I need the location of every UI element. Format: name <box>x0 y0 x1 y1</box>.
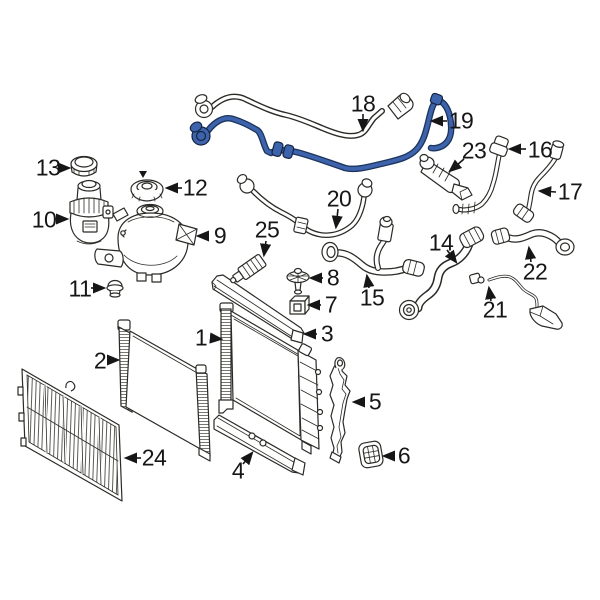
callout-23[interactable]: 23 <box>461 137 487 164</box>
part-23-connector-pipe[interactable] <box>419 153 473 201</box>
callout-arrows <box>54 114 557 466</box>
part-18-vent-hose[interactable] <box>194 91 414 139</box>
part-16-hose-fitting[interactable] <box>452 135 511 215</box>
part-10-expansion-tank-secondary[interactable] <box>69 179 114 245</box>
callout-12[interactable]: 12 <box>182 174 208 201</box>
part-22-hose[interactable] <box>490 227 575 256</box>
callout-10[interactable]: 10 <box>31 206 57 233</box>
callout-5[interactable]: 5 <box>368 388 382 415</box>
part-9-expansion-tank[interactable] <box>94 203 198 283</box>
part-17-vent-hose[interactable] <box>512 140 565 224</box>
callout-14[interactable]: 14 <box>428 229 454 256</box>
part-20-hose[interactable] <box>236 173 373 238</box>
callout-6[interactable]: 6 <box>397 442 411 469</box>
callout-1[interactable]: 1 <box>194 324 208 351</box>
callout-22[interactable]: 22 <box>522 258 548 285</box>
part-14-lower-hose[interactable] <box>398 225 486 321</box>
callout-21[interactable]: 21 <box>482 296 508 323</box>
part-7-clip-nut[interactable] <box>289 295 310 315</box>
callout-16[interactable]: 16 <box>527 136 553 163</box>
callout-9[interactable]: 9 <box>213 222 227 249</box>
part-5-side-air-duct[interactable] <box>329 356 351 464</box>
part-15-hose-assembly[interactable] <box>321 215 425 278</box>
part-24-grille-shroud[interactable] <box>17 368 123 502</box>
part-3-upper-tie-bar[interactable] <box>211 274 305 344</box>
part-19-coolant-vent-hose-highlighted[interactable] <box>189 92 455 173</box>
callout-19[interactable]: 19 <box>448 107 474 134</box>
part-21-pipe-bracket[interactable] <box>468 272 563 330</box>
part-8-push-rivet[interactable] <box>286 267 310 295</box>
part-4-lower-tie-bar[interactable] <box>213 414 306 476</box>
callout-7[interactable]: 7 <box>324 291 338 318</box>
part-6-mount-bracket[interactable] <box>358 440 384 469</box>
callout-11[interactable]: 11 <box>68 275 92 302</box>
part-25-sensor[interactable] <box>227 253 267 288</box>
part-12-reservoir-cap[interactable] <box>130 171 164 202</box>
part-2-auxiliary-radiator[interactable] <box>117 319 211 462</box>
callout-4[interactable]: 4 <box>231 457 245 484</box>
callout-3[interactable]: 3 <box>320 320 334 347</box>
callout-2[interactable]: 2 <box>93 347 107 374</box>
part-13-reservoir-cap[interactable] <box>70 155 98 177</box>
callout-20[interactable]: 20 <box>326 185 352 212</box>
callout-24[interactable]: 24 <box>141 444 167 471</box>
callout-25[interactable]: 25 <box>254 216 280 243</box>
callout-8[interactable]: 8 <box>326 264 340 291</box>
callout-18[interactable]: 18 <box>350 90 376 117</box>
part-11-grommet[interactable] <box>106 279 124 298</box>
part-1-radiator[interactable] <box>218 302 324 455</box>
callout-17[interactable]: 17 <box>557 178 583 205</box>
callout-15[interactable]: 15 <box>359 284 385 311</box>
callout-13[interactable]: 13 <box>35 154 61 181</box>
